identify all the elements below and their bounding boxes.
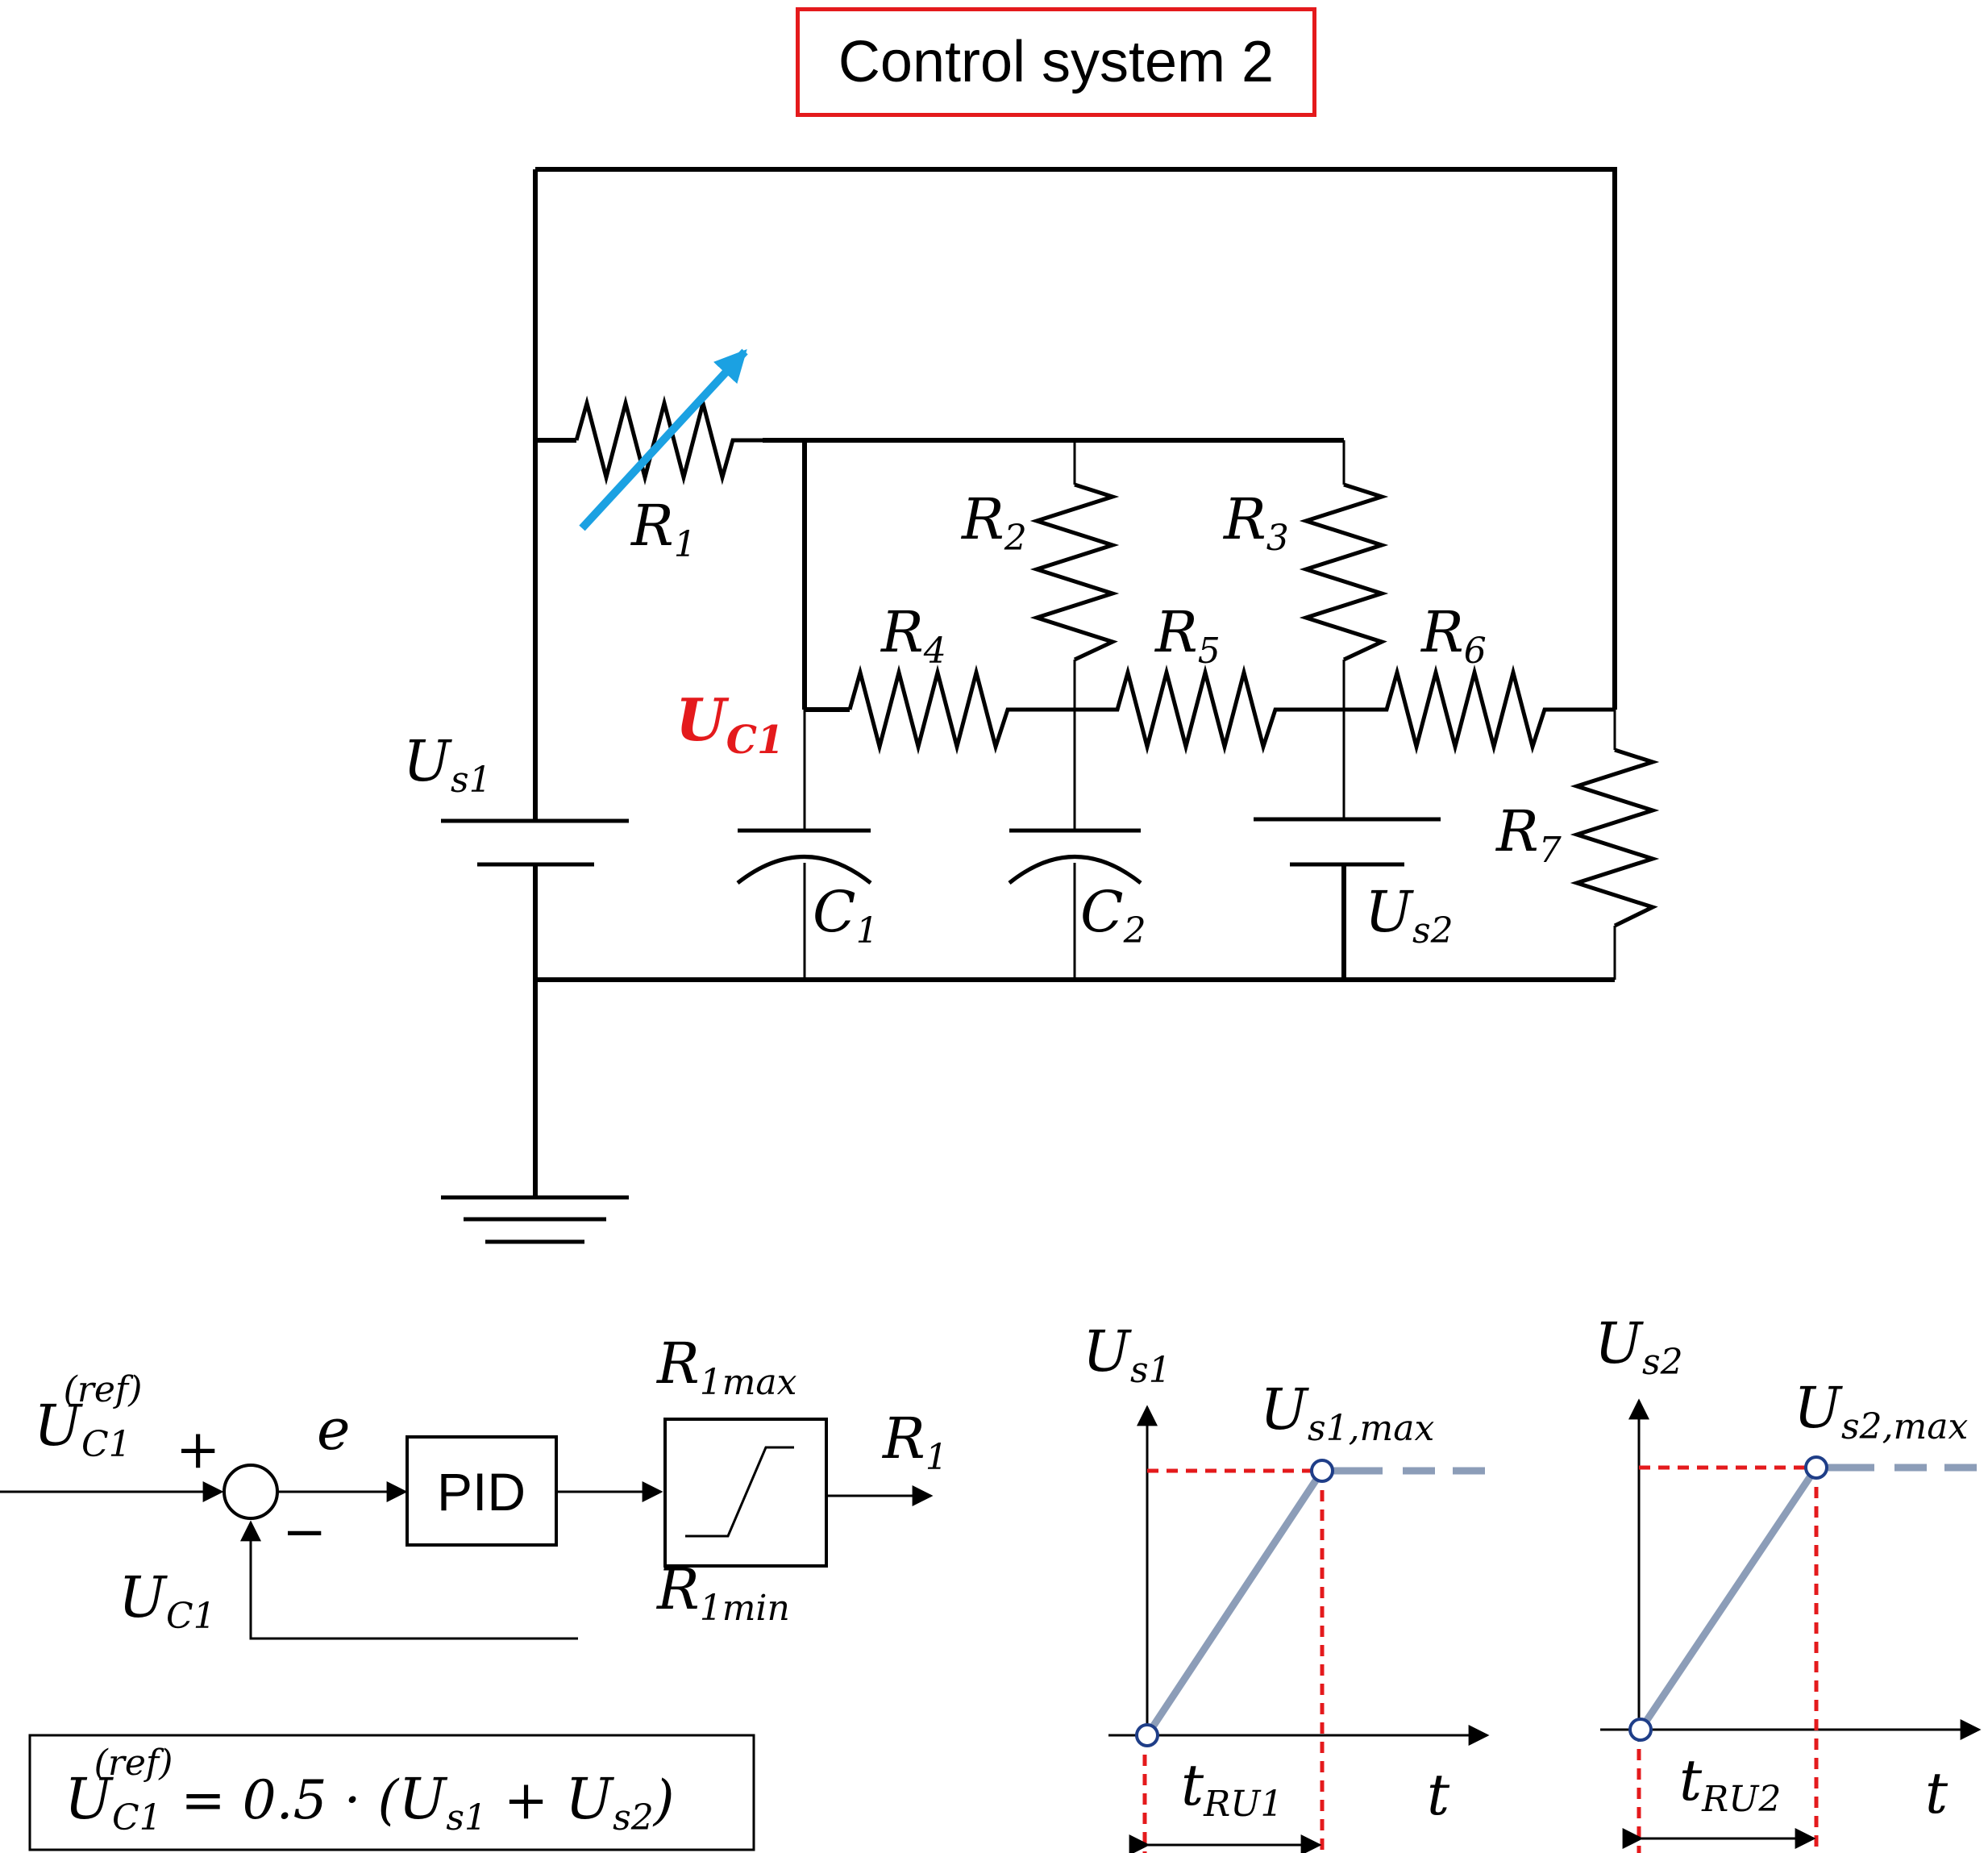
label-r5: R5 [1154,599,1221,672]
wire-top [535,167,1617,710]
variable-arrow-icon [579,348,748,531]
capacitor-c1-curve [736,855,872,885]
ramp2-xlabel: t [1925,1760,1948,1826]
pid-block [406,1435,558,1547]
resistor-r2 [1029,482,1120,662]
equation-box: UC1(ref)= 0.5 · (Us1 + Us2) [28,1734,755,1851]
label-error: e [317,1397,350,1463]
label-us2: Us2 [1365,879,1454,951]
pid-label: PID [437,1462,526,1522]
title-box: Control system 2 [796,7,1316,117]
label-output: R1 [881,1405,948,1478]
ramp1-max-marker [1310,1459,1334,1483]
resistor-r4 [847,664,1075,755]
ramp2-max-marker [1804,1455,1828,1480]
ramp1-time-label: tRU1 [1181,1752,1283,1825]
equation-text: UC1(ref)= 0.5 · (Us1 + Us2) [64,1743,674,1838]
resistor-r7 [1570,747,1660,928]
label-r3: R3 [1222,486,1289,559]
label-minus: − [282,1501,326,1563]
ramp2-time-label: tRU2 [1679,1747,1781,1820]
label-r2: R2 [960,486,1027,559]
ramp1-rise [1144,1468,1325,1738]
resistor-r5 [1075,664,1344,755]
summing-junction [223,1464,279,1520]
resistor-r1 [574,395,763,485]
circuit: R1 R2 R3 R4 R5 R6 R7 C1 C2 Us1 Us2 UC1 [403,167,1660,1244]
ramp1-xlabel: t [1427,1762,1450,1828]
ramp2-ylabel: Us2 [1595,1310,1683,1383]
ramp1-max-label: Us1,max [1260,1376,1435,1449]
label-feedback: UC1 [119,1564,216,1637]
diagram-title: Control system 2 [838,30,1275,94]
label-us1: Us1 [403,728,492,801]
ramp-plot-2: Us2 Us2,max tRU2 t [1595,1310,1988,1853]
wire-r1-right [763,438,807,710]
label-ref-input: UC1(ref) [34,1369,142,1465]
label-c1: C1 [813,879,879,951]
capacitor-c2-curve [1008,855,1142,885]
label-r4: R4 [880,599,946,672]
label-plus: + [176,1418,220,1480]
label-r1min: R1min [655,1556,790,1629]
ramp1-ylabel: Us1 [1083,1318,1171,1391]
label-r6: R6 [1420,599,1487,672]
ramp1-start-marker [1135,1723,1159,1747]
label-r7: R7 [1495,798,1562,871]
resistor-r6 [1344,664,1615,755]
label-r1max: R1max [655,1330,797,1403]
label-c2: C2 [1080,879,1146,951]
ramp-plot-1: Us1 Us1,max tRU1 t [1083,1318,1490,1853]
resistor-r3 [1299,482,1389,662]
saturation-curve-icon [685,1446,794,1538]
block-diagram: PID UC1(ref) + − e R1max R1min R1 UC1 [0,1330,948,1640]
equation-border [28,1734,755,1851]
label-uc1: UC1 [676,685,784,763]
label-r1: R1 [630,493,697,565]
ramp2-start-marker [1628,1718,1653,1742]
ramp2-rise [1637,1465,1820,1732]
ramp2-max-label: Us2,max [1794,1375,1969,1447]
